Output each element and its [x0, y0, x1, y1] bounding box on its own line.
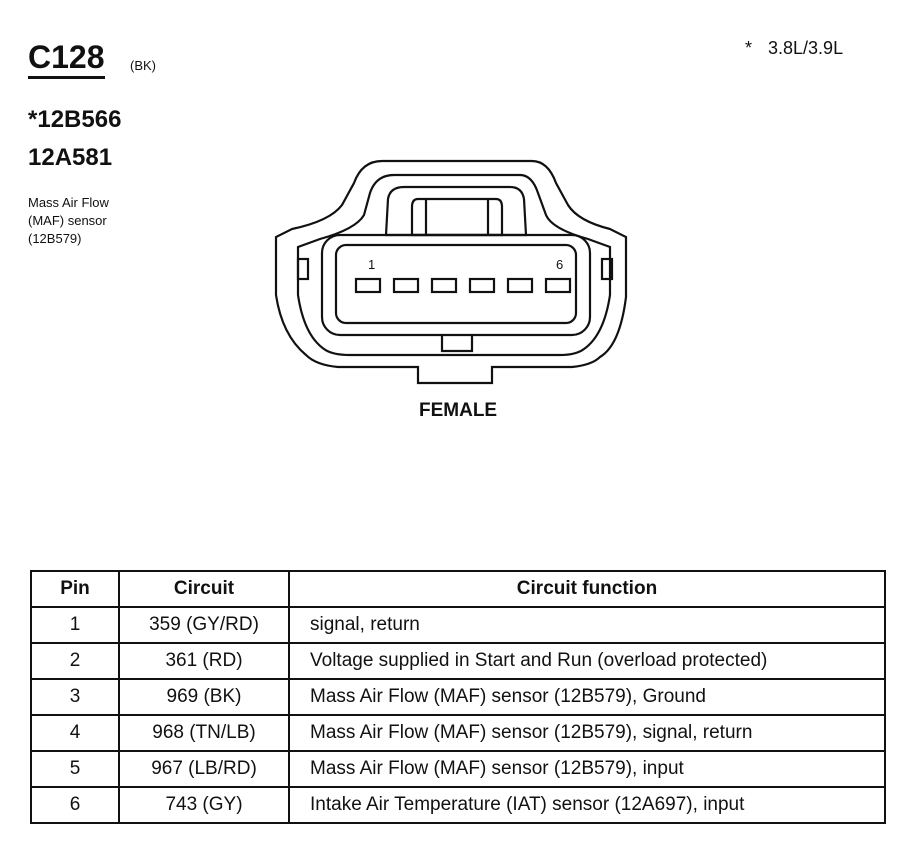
- pin-cavity: [430, 277, 458, 294]
- pin-cavity: [392, 277, 420, 294]
- cell-pin: 2: [30, 642, 120, 680]
- connector-id: C128: [28, 40, 105, 79]
- cell-circuit: 969 (BK): [118, 678, 290, 716]
- cell-circuit: 743 (GY): [118, 786, 290, 824]
- pin-cavity: [544, 277, 572, 294]
- pin-cavity: [468, 277, 496, 294]
- cavity-frame-outer: [320, 233, 592, 337]
- cell-function: Intake Air Temperature (IAT) sensor (12A…: [288, 786, 886, 824]
- part-number-primary: *12B566: [28, 106, 122, 133]
- cell-pin: 1: [30, 606, 120, 644]
- component-description: Mass Air Flow (MAF) sensor (12B579): [28, 194, 109, 248]
- description-line: (12B579): [28, 231, 82, 246]
- pin-cavities: [354, 277, 572, 294]
- header-function: Circuit function: [288, 570, 886, 608]
- connector-face-diagram: 1 6: [274, 159, 628, 385]
- cavity-frame-inner: [334, 243, 578, 325]
- variant-note: * 3.8L/3.9L: [745, 38, 843, 59]
- header-pin: Pin: [30, 570, 120, 608]
- cell-function: signal, return: [288, 606, 886, 644]
- cell-function: Mass Air Flow (MAF) sensor (12B579), sig…: [288, 714, 886, 752]
- side-key-left: [296, 257, 310, 281]
- cell-pin: 4: [30, 714, 120, 752]
- connector-color: (BK): [130, 58, 156, 73]
- cell-pin: 3: [30, 678, 120, 716]
- table-header-row: Pin Circuit Circuit function: [30, 570, 886, 608]
- pin-cavity: [354, 277, 382, 294]
- connector-housing-outer: [274, 159, 628, 385]
- cell-circuit: 967 (LB/RD): [118, 750, 290, 788]
- pin-label-first: 1: [368, 257, 375, 272]
- cell-circuit: 968 (TN/LB): [118, 714, 290, 752]
- side-key-right: [600, 257, 614, 281]
- latch-outline: [384, 185, 528, 237]
- pin-cavity: [506, 277, 534, 294]
- part-number-secondary: 12A581: [28, 144, 113, 171]
- cell-function: Mass Air Flow (MAF) sensor (12B579), inp…: [288, 750, 886, 788]
- cell-function: Voltage supplied in Start and Run (overl…: [288, 642, 886, 680]
- header-circuit: Circuit: [118, 570, 290, 608]
- pin-label-last: 6: [556, 257, 563, 272]
- cell-circuit: 361 (RD): [118, 642, 290, 680]
- connector-housing-inner: [296, 173, 612, 357]
- variant-text: 3.8L/3.9L: [768, 38, 844, 58]
- description-line: Mass Air Flow: [28, 195, 109, 210]
- cell-pin: 5: [30, 750, 120, 788]
- cell-pin: 6: [30, 786, 120, 824]
- bottom-key: [440, 335, 474, 353]
- cell-function: Mass Air Flow (MAF) sensor (12B579), Gro…: [288, 678, 886, 716]
- description-line: (MAF) sensor: [28, 213, 107, 228]
- variant-mark: *: [745, 38, 753, 58]
- connector-gender-label: FEMALE: [419, 400, 498, 421]
- cell-circuit: 359 (GY/RD): [118, 606, 290, 644]
